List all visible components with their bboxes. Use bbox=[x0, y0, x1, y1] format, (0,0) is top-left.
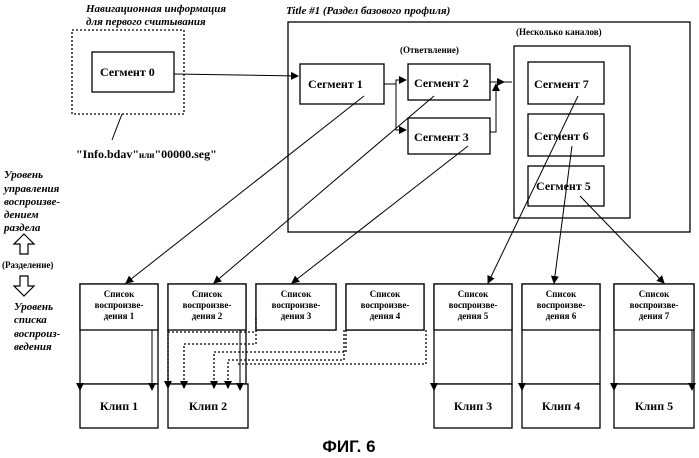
playlist-7-text-1: Список bbox=[639, 289, 670, 299]
down-arrow-icon bbox=[14, 276, 34, 296]
playlist-2-text-3: дения 2 bbox=[192, 311, 223, 321]
segment-1-label: Сегмент 1 bbox=[308, 77, 363, 91]
clip-1-label: Клип 1 bbox=[100, 399, 138, 413]
file-name-b: "00000.seg" bbox=[154, 147, 216, 161]
playlist-1-text-2: воспроизве- bbox=[95, 300, 144, 310]
level-bottom-line1: Уровень bbox=[14, 301, 53, 313]
playlist-4-text-2: воспроизве- bbox=[361, 300, 410, 310]
segment-3-label: Сегмент 3 bbox=[414, 130, 469, 144]
playlist-6-text-3: дения 6 bbox=[546, 311, 577, 321]
link-pl5-dotted-extend bbox=[236, 330, 426, 364]
nav-info-title-line2: для первого считывания bbox=[86, 16, 206, 28]
level-top-line1: Уровень bbox=[4, 169, 43, 181]
playlist-6-text-2: воспроизве- bbox=[537, 300, 586, 310]
segment-7-label: Сегмент 7 bbox=[534, 77, 589, 91]
branch-label: (Ответвление) bbox=[400, 45, 459, 55]
level-top-label: Уровень управления воспроизве- дением ра… bbox=[2, 169, 60, 234]
playlist-6-text-1: Список bbox=[546, 289, 577, 299]
playlist-2: Списоквоспроизве-дения 2 bbox=[168, 284, 246, 384]
level-top-line2: управления bbox=[2, 183, 60, 195]
playlist-1-text-3: дения 1 bbox=[104, 311, 135, 321]
playlist-row: Списоквоспроизве-дения 1Списоквоспроизве… bbox=[80, 284, 694, 384]
file-or: или bbox=[139, 150, 154, 160]
multi-channel-label: (Несколько каналов) bbox=[516, 27, 602, 37]
playlist-3-text-2: воспроизве- bbox=[272, 300, 321, 310]
playlist-5: Списоквоспроизве-дения 5 bbox=[434, 284, 512, 384]
playlist-1: Списоквоспроизве-дения 1 bbox=[80, 284, 158, 384]
level-bottom-line4: ведения bbox=[14, 341, 52, 353]
level-top-line3: воспроизве- bbox=[4, 196, 60, 208]
playlist-1-text-1: Список bbox=[104, 289, 135, 299]
playlist-2-text-2: воспроизве- bbox=[183, 300, 232, 310]
title-block-caption: Title #1 (Раздел базового профиля) bbox=[286, 5, 450, 17]
level-bottom-line2: списка bbox=[14, 314, 47, 326]
playlist-4: Списоквоспроизве-дения 4 bbox=[346, 284, 424, 330]
playlist-3: Списоквоспроизве-дения 3 bbox=[256, 284, 336, 330]
playlist-4-text-3: дения 4 bbox=[370, 311, 401, 321]
up-arrow-icon bbox=[14, 234, 34, 254]
clip-5-label: Клип 5 bbox=[635, 399, 673, 413]
clip-row: Клип 1 Клип 2 Клип 3 Клип 4 Клип 5 bbox=[80, 384, 694, 428]
playlist-7: Списоквоспроизве-дения 7 bbox=[614, 284, 694, 384]
nav-info-pointer-line bbox=[112, 114, 122, 140]
level-top-line4: дением bbox=[4, 209, 39, 221]
figure-caption: ФИГ. 6 bbox=[322, 437, 375, 456]
clip-2-label: Клип 2 bbox=[189, 399, 227, 413]
nav-info-title-line1: Навигационная информация bbox=[85, 3, 226, 15]
level-top-line5: раздела bbox=[3, 222, 41, 234]
playlist-5-text-2: воспроизве- bbox=[449, 300, 498, 310]
separation-label: (Разделение) bbox=[2, 260, 53, 270]
file-name-a: "Info.bdav" bbox=[76, 147, 139, 161]
playlist-7-text-3: дения 7 bbox=[639, 311, 670, 321]
segment-2-label: Сегмент 2 bbox=[414, 76, 469, 90]
playlist-6: Списоквоспроизве-дения 6 bbox=[522, 284, 600, 384]
segment-0-label: Сегмент 0 bbox=[100, 65, 155, 79]
clip-3-label: Клип 3 bbox=[454, 399, 492, 413]
playlist-5-text-3: дения 5 bbox=[458, 311, 489, 321]
playlist-4-text-1: Список bbox=[370, 289, 401, 299]
playlist-7-text-2: воспроизве- bbox=[630, 300, 679, 310]
level-bottom-label: Уровень списка воспроиз- ведения bbox=[14, 301, 61, 353]
nav-info-file-caption: "Info.bdav"или"00000.seg" bbox=[76, 147, 217, 161]
arrow-seg0-to-seg1 bbox=[174, 74, 298, 76]
playlist-3-text-1: Список bbox=[281, 289, 312, 299]
playlist-5-text-1: Список bbox=[458, 289, 489, 299]
playlist-2-text-1: Список bbox=[192, 289, 223, 299]
level-bottom-line3: воспроиз- bbox=[14, 328, 61, 340]
segment-5-label: Сегмент 5 bbox=[536, 179, 591, 193]
playlist-3-text-3: дения 3 bbox=[281, 311, 312, 321]
clip-4-label: Клип 4 bbox=[542, 399, 580, 413]
